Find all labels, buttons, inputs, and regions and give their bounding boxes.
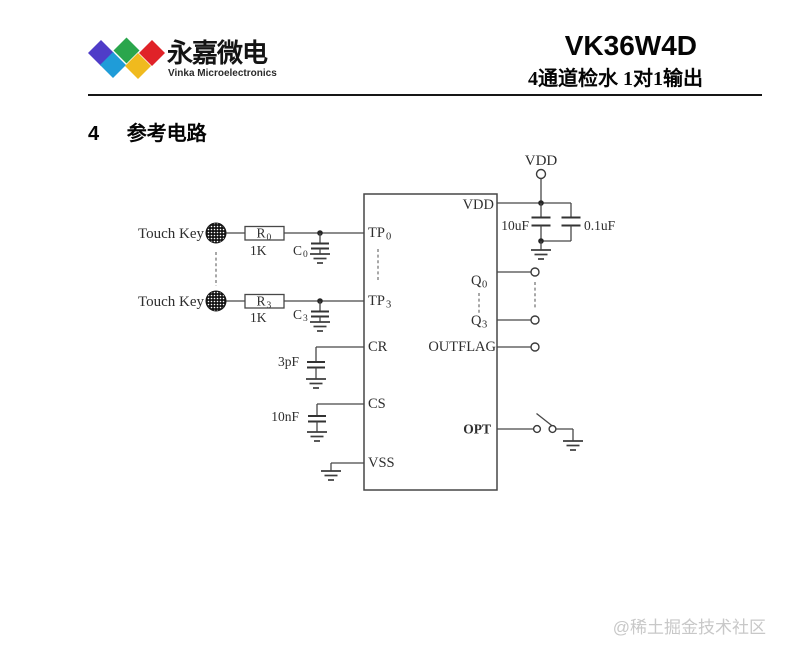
resistor-r3-label: R: [256, 294, 265, 309]
ground-symbol: [306, 431, 328, 442]
watermark: @稀土掘金技术社区: [612, 618, 766, 637]
ground-symbol: [309, 321, 331, 332]
ic-pin-label-tp3-sub: 3: [386, 300, 391, 311]
section-number: 4: [88, 123, 100, 145]
capacitor-10uf: [531, 216, 551, 227]
touch-pad-icon-top: [205, 222, 227, 244]
capacitor-cs: [308, 415, 326, 423]
resistor-r0-label: R: [256, 226, 265, 241]
resistor-r0-label-sub: 0: [267, 233, 272, 243]
q3-terminal: [530, 315, 540, 325]
switch-lever: [536, 412, 554, 428]
vss-network: [320, 462, 364, 481]
opt-switch-network: [497, 412, 584, 451]
bypass-cap-value: 0.1uF: [584, 218, 616, 233]
bulk-cap-value: 10uF: [501, 218, 529, 233]
ground-symbol: [320, 470, 342, 481]
vdd-terminal: [535, 168, 547, 180]
ic-pin-label-q0-sub: 0: [482, 280, 487, 291]
capacitor-c0-label: C: [293, 243, 302, 258]
resistor-r3-value: 1K: [250, 310, 267, 325]
touch-pad-icon-bottom: [205, 290, 227, 312]
logo-diamond-yellow: [125, 53, 151, 79]
vdd-rail-label: VDD: [525, 153, 558, 169]
q-output-terminals: [497, 267, 540, 325]
ic-pin-label-cr: CR: [368, 339, 388, 355]
cs-network: 10nF: [271, 403, 364, 442]
ground-symbol: [562, 440, 584, 451]
tp0-input-network: Touch Key R 0 1K C 0: [138, 222, 364, 264]
ic-body: [363, 193, 498, 491]
section-heading: 4 参考电路: [88, 117, 207, 146]
touch-key-label-top: Touch Key: [138, 226, 205, 242]
ic-pin-label-tp0: TP: [368, 225, 385, 241]
logo-diamond-red: [139, 40, 165, 66]
part-subtitle: 4通道检水 1对1输出: [528, 68, 703, 90]
ic-pin-label-tp3: TP: [368, 293, 385, 309]
logo-chinese-name: 永嘉微电: [167, 38, 268, 68]
ground-symbol: [309, 253, 331, 264]
ic-pin-label-tp0-sub: 0: [386, 232, 391, 243]
part-number: VK36W4D: [564, 30, 697, 61]
logo-diamond-cyan: [100, 52, 126, 78]
ic-pin-label-q3: Q: [471, 313, 482, 329]
touch-key-label-bottom: Touch Key: [138, 294, 205, 310]
capacitor-cr: [307, 361, 325, 369]
capacitor-c0-label-sub: 0: [303, 250, 308, 260]
ic-pin-label-vss: VSS: [368, 455, 395, 471]
capacitor-c3-label-sub: 3: [303, 314, 308, 324]
capacitor-c3-label: C: [293, 307, 302, 322]
ic-left-pin-labels: TP 0 TP 3 CR CS VSS: [368, 225, 395, 471]
ic-pin-label-q3-sub: 3: [482, 320, 487, 331]
header-divider: [88, 94, 762, 96]
ground-symbol: [305, 378, 327, 389]
ic-pin-label-cs: CS: [368, 396, 386, 412]
ic-pin-label-vdd: VDD: [463, 197, 494, 213]
ic-pin-label-opt: OPT: [463, 422, 491, 437]
ground-symbol: [530, 249, 552, 260]
cr-network: 3pF: [278, 346, 364, 389]
resistor-r0-value: 1K: [250, 243, 267, 258]
resistor-r3-label-sub: 3: [267, 301, 272, 311]
vinka-logo-icon: [88, 37, 165, 79]
logo-english-name: Vinka Microelectronics: [168, 68, 277, 79]
cr-cap-value: 3pF: [278, 354, 300, 369]
capacitor-0p1uf: [561, 216, 581, 227]
outflag-output: [497, 342, 540, 352]
tp3-input-network: Touch Key R 3 1K C 3: [138, 290, 364, 332]
ic-pin-label-outflag: OUTFLAG: [428, 339, 496, 355]
capacitor-c3: [311, 310, 329, 318]
outflag-terminal: [530, 342, 540, 352]
vdd-supply-network: VDD 10uF 0.1uF: [497, 153, 616, 260]
cs-cap-value: 10nF: [271, 409, 299, 424]
ic-pin-label-q0: Q: [471, 273, 482, 289]
ic-right-pin-labels: VDD Q 0 Q 3 OUTFLAG OPT: [428, 197, 496, 437]
capacitor-c0: [311, 242, 329, 250]
section-title: 参考电路: [126, 123, 207, 145]
switch-contact-left: [532, 424, 542, 434]
switch-contact-right: [548, 424, 557, 434]
logo-diamond-green: [113, 37, 140, 64]
q0-terminal: [530, 267, 540, 277]
